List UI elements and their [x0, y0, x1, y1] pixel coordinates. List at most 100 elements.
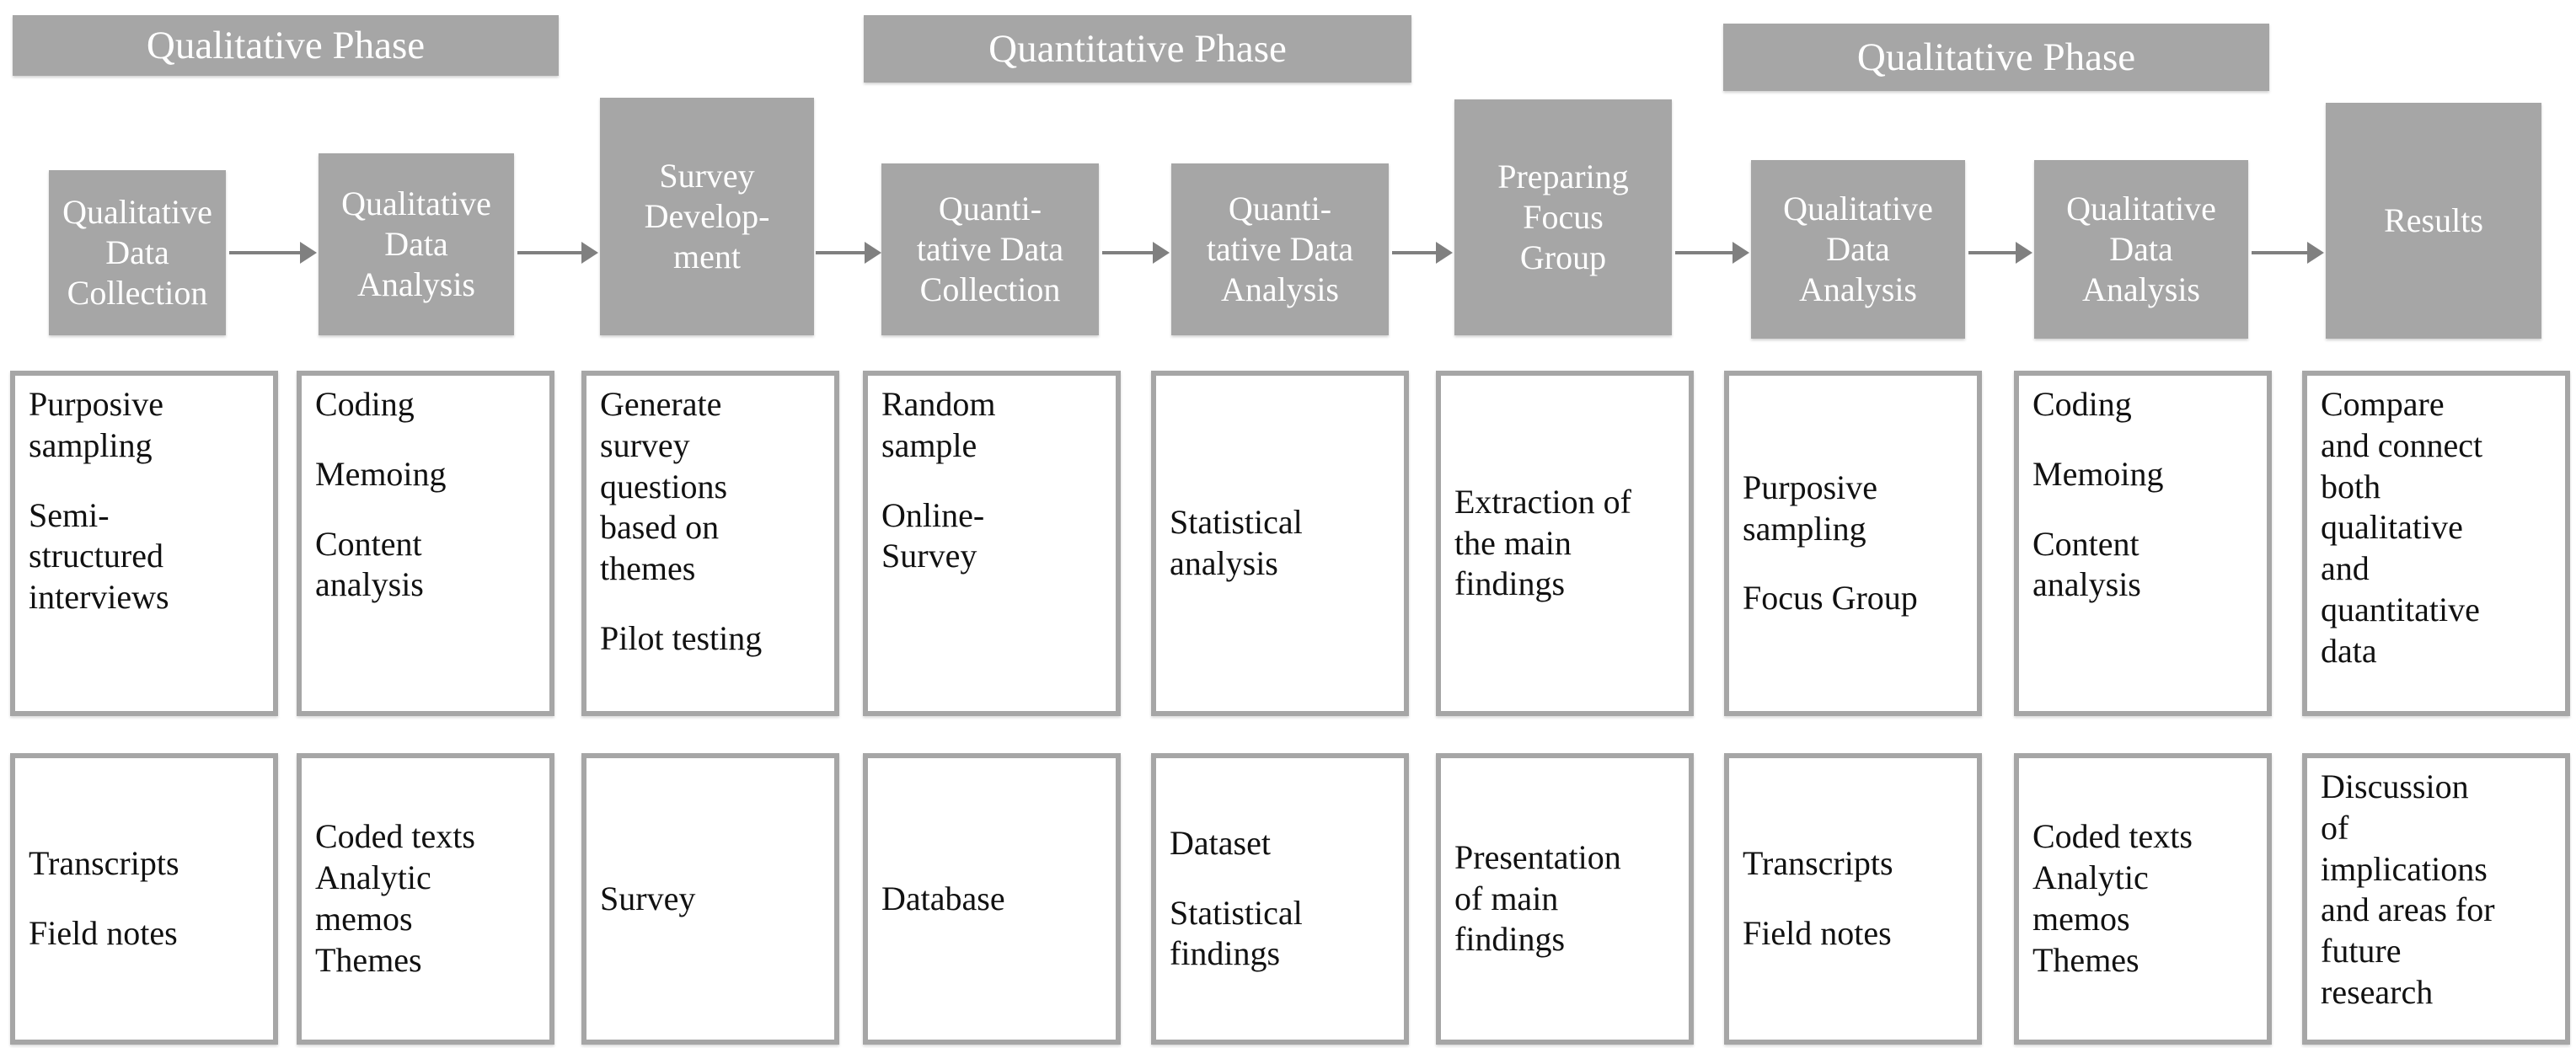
process-step-label-line: Preparing	[1497, 158, 1629, 195]
phase-header-bar: Qualitative Phase	[13, 15, 559, 76]
process-step-label: Results	[2332, 201, 2535, 241]
box-text-paragraph: Memoing	[315, 454, 536, 495]
product-box[interactable]: Database	[863, 753, 1121, 1045]
flow-arrow-head	[1733, 242, 1749, 264]
box-text-line: analysis	[2032, 565, 2141, 604]
box-text-line: and areas for	[2321, 890, 2495, 929]
process-step-label-line: Data	[2109, 230, 2173, 268]
box-text-block: Survey	[600, 879, 821, 920]
box-text-line: Random	[881, 385, 996, 423]
box-text-line: quantitative	[2321, 590, 2480, 628]
box-text-paragraph: Database	[881, 879, 1102, 920]
box-text-line: Online-	[881, 495, 985, 534]
box-text-paragraph: Focus Group	[1743, 578, 1963, 619]
process-step-label-line: Qualitative	[1783, 190, 1933, 227]
box-text-line: Coding	[315, 385, 415, 423]
process-step-label-line: Qualitative	[2066, 190, 2216, 227]
process-step-label-line: Results	[2384, 201, 2483, 239]
box-text-paragraph: Field notes	[1743, 913, 1963, 954]
phase-header-label: Qualitative Phase	[146, 23, 426, 67]
box-text-line: Semi-	[29, 495, 110, 534]
box-text-line: Field notes	[1743, 914, 1892, 952]
process-step-label-line: Qualitative	[341, 184, 491, 222]
box-text-line: Transcripts	[1743, 844, 1893, 883]
box-text-line: analysis	[315, 565, 424, 604]
box-text-line: findings	[1454, 920, 1566, 959]
box-text-line: the main	[1454, 523, 1572, 562]
box-text-line: Analytic	[2032, 858, 2149, 897]
process-step-label-line: Quanti-	[938, 190, 1042, 227]
flow-arrow-head	[300, 242, 317, 264]
box-text-line: Memoing	[2032, 454, 2164, 493]
box-text-line: analysis	[1170, 544, 1278, 582]
box-text-line: Themes	[315, 940, 422, 979]
process-step-box[interactable]: Results	[2326, 103, 2541, 339]
box-text-paragraph: Coding	[2032, 384, 2253, 425]
box-text-line: Coded texts	[2032, 817, 2193, 856]
flow-arrow-shaft	[229, 251, 302, 254]
box-text-line: findings	[1170, 934, 1281, 973]
product-box[interactable]: Survey	[581, 753, 839, 1045]
box-text-line: Statistical	[1170, 893, 1303, 932]
box-text-line: Extraction of	[1454, 482, 1631, 521]
box-text-line: sampling	[1743, 509, 1866, 548]
flow-arrow-shaft	[816, 251, 866, 254]
box-text-line: memos	[2032, 900, 2130, 938]
box-text-paragraph: Coding	[315, 384, 536, 425]
process-step-label-line: Quanti-	[1228, 190, 1332, 227]
process-step-label-line: Collection	[919, 270, 1061, 308]
flow-arrow-shaft	[517, 251, 583, 254]
box-text-paragraph: Pilot testing	[600, 618, 821, 660]
process-step-label-line: Data	[384, 225, 448, 263]
flow-arrow-head	[2016, 242, 2032, 264]
phase-header-label: Quantitative Phase	[988, 26, 1287, 71]
process-step-label-line: tative Data	[916, 230, 1064, 268]
process-step-label-line: tative Data	[1206, 230, 1354, 268]
